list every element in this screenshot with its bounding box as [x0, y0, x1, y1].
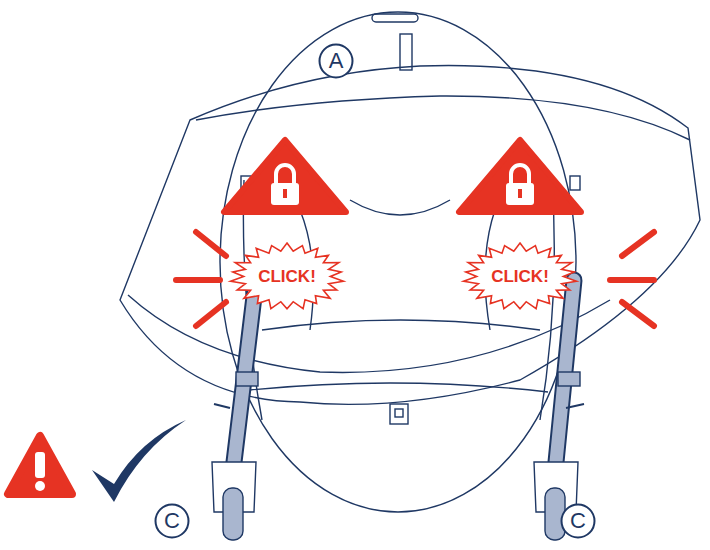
art-rect — [35, 452, 45, 478]
click-text: CLICK! — [258, 268, 316, 285]
art-path — [120, 66, 700, 405]
art-rect — [283, 189, 287, 198]
art-rect — [506, 183, 534, 205]
art-rect — [390, 404, 408, 424]
art-rect — [236, 372, 258, 386]
art-rect — [271, 183, 299, 205]
click-burst: CLICK! — [463, 243, 577, 310]
art-rect — [223, 488, 243, 540]
callout-circle: C — [560, 503, 596, 539]
art-line — [610, 277, 654, 283]
art-line — [234, 280, 256, 462]
art-path — [276, 165, 294, 185]
art-line — [176, 277, 220, 283]
callout-letter: C — [570, 510, 586, 532]
callout-circle: A — [318, 43, 354, 79]
art-line — [214, 404, 230, 408]
art-polygon — [459, 140, 581, 212]
circle-ring — [320, 45, 353, 78]
art-line — [196, 232, 226, 256]
art-line — [566, 404, 584, 408]
art-polygon — [8, 436, 72, 494]
art-line — [234, 280, 256, 462]
burst-star — [464, 243, 577, 309]
art-path — [350, 200, 450, 215]
callout-letter: C — [164, 510, 180, 532]
art-line — [622, 232, 654, 256]
leg-left — [212, 280, 258, 540]
art-line — [196, 302, 226, 326]
art-path — [128, 295, 610, 372]
art-rect — [558, 372, 580, 386]
art-rect — [400, 34, 412, 70]
seat-outline — [120, 12, 700, 512]
art-path — [196, 96, 690, 140]
art-rect — [518, 189, 522, 198]
art-line — [622, 302, 654, 326]
art-rect — [395, 409, 403, 417]
art-polygon — [224, 140, 346, 212]
lock-warning-left — [224, 140, 346, 212]
check-mark — [92, 420, 186, 502]
warning-sign — [8, 436, 72, 494]
art-line — [556, 280, 574, 462]
circle-ring — [156, 505, 189, 538]
art-rect — [372, 14, 418, 22]
callout-circle: C — [154, 503, 190, 539]
art-line — [556, 280, 574, 462]
art-ellipse — [220, 12, 576, 512]
burst-star — [231, 243, 344, 309]
leg-right — [534, 280, 584, 540]
lock-warning-right — [459, 140, 581, 212]
callout-letter: A — [329, 50, 344, 72]
art-circle — [35, 481, 45, 491]
click-text: CLICK! — [491, 268, 549, 285]
art-path — [511, 165, 529, 185]
circle-ring — [562, 505, 595, 538]
click-burst: CLICK! — [230, 243, 344, 310]
art-path — [250, 383, 548, 392]
art-path — [262, 320, 540, 330]
art-rect — [570, 176, 580, 190]
